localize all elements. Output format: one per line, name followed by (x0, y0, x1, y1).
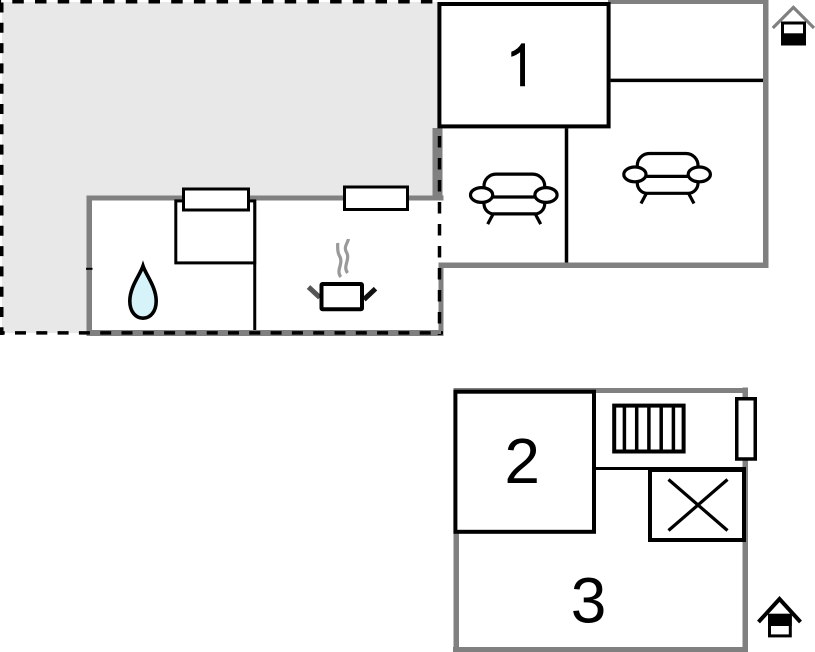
svg-text:2: 2 (504, 425, 540, 497)
svg-text:3: 3 (571, 565, 607, 637)
